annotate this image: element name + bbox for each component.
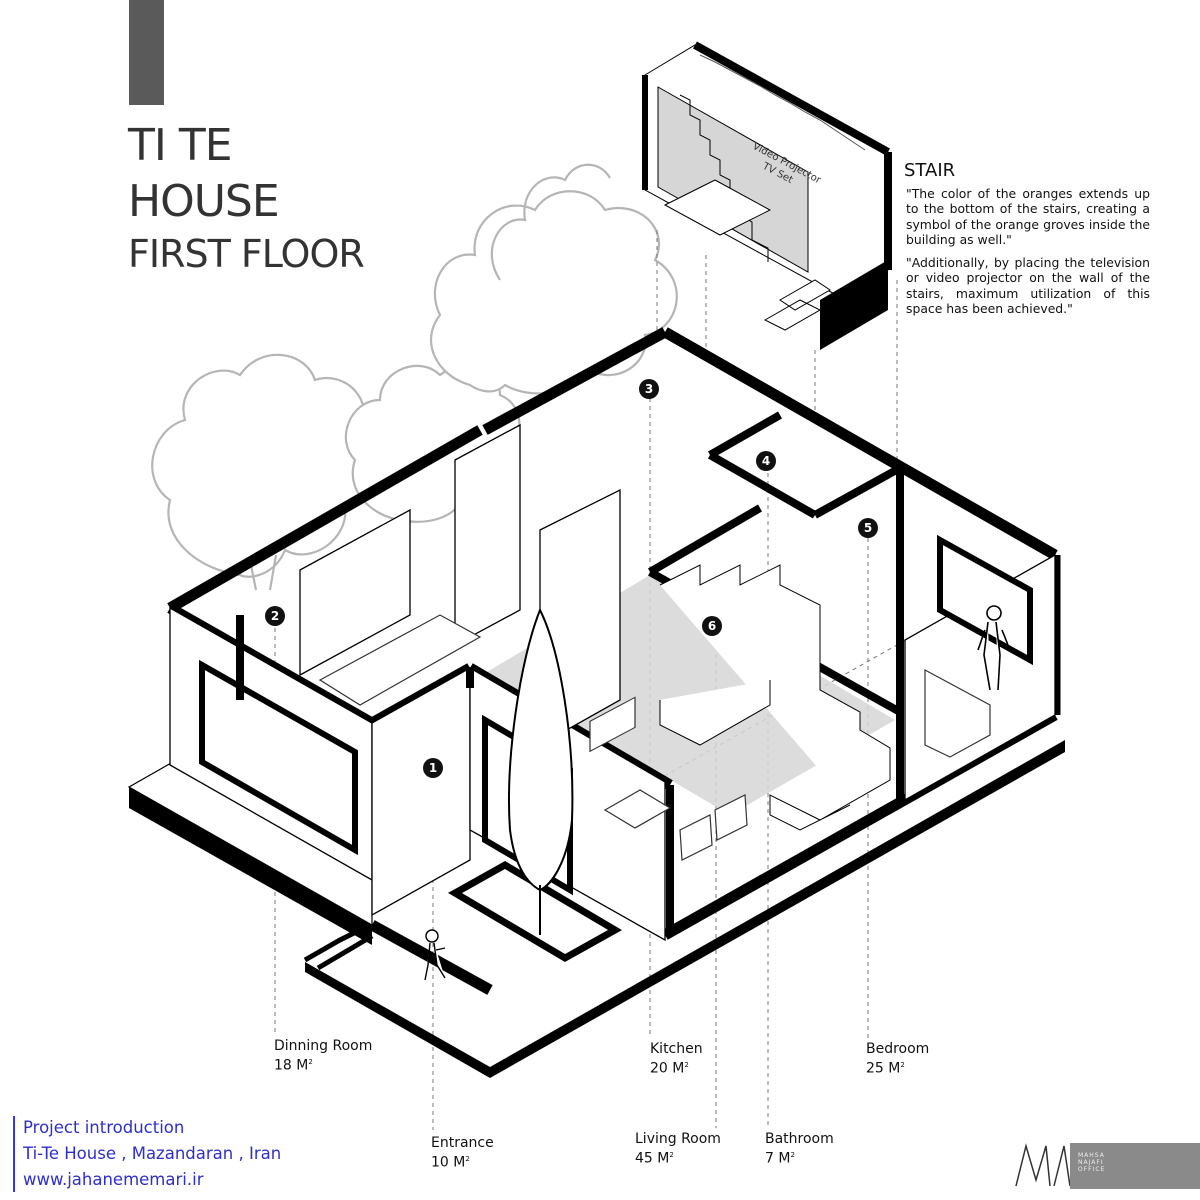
- dining-table: [318, 614, 482, 706]
- svg-text:1: 1: [429, 761, 437, 775]
- room-area-bedroom: 25 M2: [866, 1060, 905, 1077]
- room-area-kitchen: 20 M2: [650, 1060, 689, 1077]
- person-child: [419, 929, 446, 981]
- room-name-entrance: Entrance: [431, 1135, 494, 1151]
- stair-heading: STAIR: [904, 160, 956, 181]
- project-accent-bar: [13, 1116, 15, 1192]
- room-area-entrance: 10 M2: [431, 1154, 470, 1171]
- armchair-2: [679, 814, 713, 861]
- room-name-bedroom: Bedroom: [866, 1041, 930, 1057]
- courtyard-planter: [447, 860, 623, 963]
- base-slab: [127, 740, 1065, 1078]
- stair-detail-inset: [642, 41, 892, 350]
- room-label-dining: Dinning Room 18 M2: [274, 1038, 372, 1074]
- room-name-kitchen: Kitchen: [650, 1041, 703, 1057]
- room-area-dining: 18 M2: [274, 1057, 313, 1074]
- svg-text:5: 5: [864, 521, 872, 535]
- room-name-dining: Dinning Room: [274, 1038, 373, 1054]
- person-standing: [977, 605, 1009, 691]
- title-accent-bar: [129, 0, 164, 105]
- marker-1: 1: [423, 758, 443, 778]
- office-logo-mark: [1015, 1143, 1071, 1187]
- room-label-living: Living Room 45 M2: [635, 1131, 721, 1167]
- svg-text:2: 2: [271, 609, 279, 623]
- tree-canopy-right: [430, 190, 678, 395]
- armchair-3: [714, 794, 748, 841]
- room-name-living: Living Room: [635, 1131, 721, 1147]
- tree-canopy-tall: [490, 163, 611, 281]
- page-title-line-3: FIRST FLOOR: [128, 232, 365, 276]
- office-logo-box: [1070, 1143, 1200, 1189]
- project-location: Ti-Te House , Mazandaran , Iran: [23, 1144, 282, 1163]
- svg-text:6: 6: [708, 619, 716, 633]
- svg-text:3: 3: [645, 382, 653, 396]
- page-title-line-2: HOUSE: [128, 176, 280, 227]
- entrance-steps: [303, 927, 374, 971]
- bed: [924, 668, 991, 758]
- room-name-bathroom: Bathroom: [765, 1131, 834, 1147]
- room-label-bedroom: Bedroom 25 M2: [866, 1041, 929, 1077]
- svg-text:4: 4: [762, 454, 770, 468]
- stair-description-1: "The color of the oranges extends up to …: [906, 186, 1150, 248]
- room-label-kitchen: Kitchen 20 M2: [650, 1041, 703, 1077]
- page-title-line-1: TI TE: [128, 120, 233, 171]
- marker-6: 6: [702, 616, 722, 636]
- furniture: [318, 614, 991, 861]
- room-label-bathroom: Bathroom 7 M2: [765, 1131, 834, 1167]
- marker-3: 3: [639, 379, 659, 399]
- armchair-1: [589, 696, 636, 753]
- office-logo-text: MAHSA NAJAFI OFFICE: [1078, 1152, 1106, 1173]
- tree-canopy-left: [151, 353, 379, 578]
- room-label-entrance: Entrance 10 M2: [431, 1135, 494, 1171]
- marker-2: 2: [265, 606, 285, 626]
- stair-description-2: "Additionally, by placing the television…: [906, 255, 1150, 317]
- room-markers: 1 2 3 4 5 6: [265, 379, 878, 778]
- room-area-bathroom: 7 M2: [765, 1150, 795, 1167]
- project-intro-heading: Project introduction: [23, 1118, 185, 1137]
- project-website-link[interactable]: www.jahanememari.ir: [23, 1170, 204, 1189]
- side-table: [603, 789, 672, 829]
- marker-4: 4: [756, 451, 776, 471]
- marker-5: 5: [858, 518, 878, 538]
- room-area-living: 45 M2: [635, 1150, 674, 1167]
